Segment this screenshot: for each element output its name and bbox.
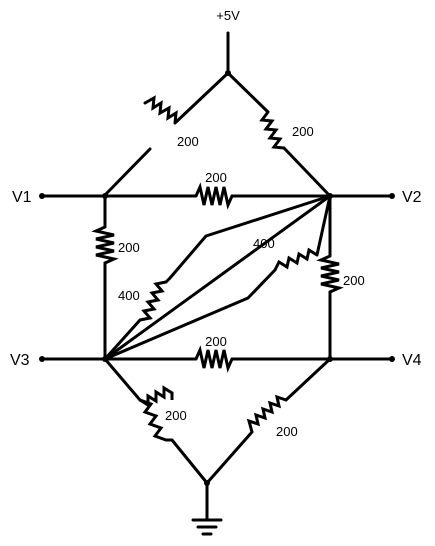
node-label-v1: V1 — [12, 189, 32, 206]
junction-v1 — [102, 193, 108, 199]
node-label-v3: V3 — [10, 352, 30, 369]
supply-label: +5V — [216, 8, 240, 23]
terminal-v4 — [389, 356, 395, 362]
terminal-v1 — [39, 193, 45, 199]
resistor-diag-left — [139, 276, 172, 322]
resistor-top-horizontal — [194, 182, 236, 210]
resistor-top-horizontal-value: 200 — [205, 170, 227, 185]
resistor-bottom-right — [205, 357, 332, 485]
resistor-bottom-right-value: 200 — [276, 424, 298, 439]
junction-v3 — [102, 356, 108, 362]
resistor-top-right — [226, 71, 332, 198]
junction-v4 — [327, 356, 333, 362]
resistor-bottom-left-value: 200 — [165, 408, 187, 423]
resistor-top-left — [103, 71, 230, 197]
resistor-diag-right — [273, 247, 318, 271]
junction-bottom — [204, 480, 210, 486]
resistor-right-vertical — [316, 254, 344, 296]
junction-top — [225, 70, 231, 76]
resistor-diag-right-value: 400 — [253, 236, 275, 251]
resistor-left-vertical-value: 200 — [118, 240, 140, 255]
resistor-bottom-left-zigzag — [139, 398, 172, 442]
terminal-v2 — [389, 193, 395, 199]
resistor-top-right-value: 200 — [292, 124, 314, 139]
resistor-bottom-horizontal — [194, 345, 236, 373]
terminal-v3 — [39, 356, 45, 362]
resistor-bottom-horizontal-value: 200 — [205, 334, 227, 349]
ground-icon — [191, 518, 223, 536]
resistor-bottom-left — [103, 357, 209, 485]
node-label-v4: V4 — [402, 352, 422, 369]
diagonal-wire — [103, 194, 332, 361]
resistor-right-vertical-value: 200 — [343, 273, 365, 288]
resistor-top-left-value: 200 — [177, 134, 199, 149]
junction-v2 — [327, 193, 333, 199]
node-label-v2: V2 — [402, 189, 422, 206]
resistor-left-vertical — [91, 225, 119, 267]
resistor-diag-left-value: 400 — [118, 288, 140, 303]
